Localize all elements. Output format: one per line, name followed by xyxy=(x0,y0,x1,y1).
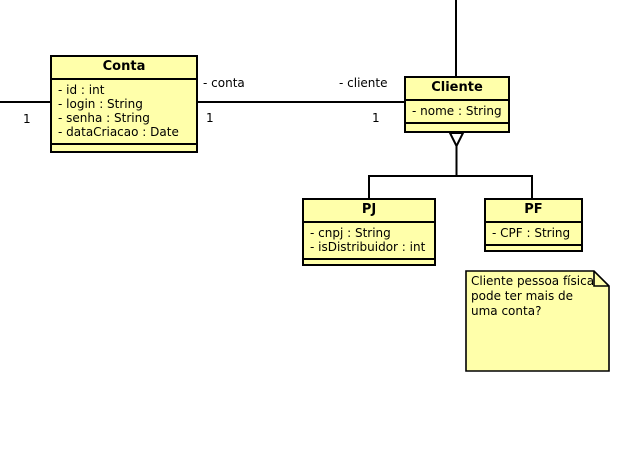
attribute-row: - cnpj : String xyxy=(310,225,391,240)
class-operations-pj xyxy=(304,260,434,272)
attribute-row: - dataCriacao : Date xyxy=(58,124,179,139)
class-separator xyxy=(406,98,508,101)
class-separator xyxy=(486,243,581,246)
class-name-pf: PF xyxy=(524,202,543,217)
uml-note[interactable]: Cliente pessoa física pode ter mais de u… xyxy=(465,270,610,372)
class-name-cliente: Cliente xyxy=(431,80,483,95)
class-name-pj: PJ xyxy=(361,202,377,217)
class-separator xyxy=(52,142,196,145)
uml-class-pj[interactable]: PJ - cnpj : String - isDistribuidor : in… xyxy=(302,198,436,266)
class-separator xyxy=(406,121,508,124)
class-separator xyxy=(52,77,196,80)
class-separator xyxy=(304,257,434,260)
attribute-row: - id : int xyxy=(58,82,105,97)
attribute-row: - login : String xyxy=(58,96,143,111)
class-separator xyxy=(486,220,581,223)
uml-class-conta[interactable]: Conta - id : int - login : String - senh… xyxy=(50,55,198,153)
class-separator xyxy=(304,220,434,223)
note-shape xyxy=(465,270,610,372)
multiplicity-label-conta-end: 1 xyxy=(206,111,214,125)
uml-class-pf[interactable]: PF - CPF : String xyxy=(484,198,583,252)
attribute-row: - isDistribuidor : int xyxy=(310,239,426,254)
class-operations-pf xyxy=(486,246,581,258)
attribute-row: - nome : String xyxy=(412,103,502,118)
attribute-row: - CPF : String xyxy=(492,225,571,240)
association-role-label-cliente: - cliente xyxy=(339,76,388,90)
class-operations-cliente xyxy=(406,124,508,136)
class-attributes-pj: - cnpj : String - isDistribuidor : int xyxy=(304,223,434,258)
class-name-conta: Conta xyxy=(102,59,146,74)
association-role-label-conta: - conta xyxy=(203,76,245,90)
attribute-row: - senha : String xyxy=(58,110,150,125)
multiplicity-label-cliente-end: 1 xyxy=(372,111,380,125)
uml-class-cliente[interactable]: Cliente - nome : String xyxy=(404,76,510,133)
note-text: Cliente pessoa física pode ter mais de u… xyxy=(471,274,595,318)
multiplicity-label-conta-left: 1 xyxy=(23,112,31,126)
class-attributes-conta: - id : int - login : String - senha : St… xyxy=(52,80,196,143)
class-operations-conta xyxy=(52,145,196,157)
class-attributes-cliente: - nome : String xyxy=(406,101,508,122)
class-attributes-pf: - CPF : String xyxy=(486,223,581,244)
